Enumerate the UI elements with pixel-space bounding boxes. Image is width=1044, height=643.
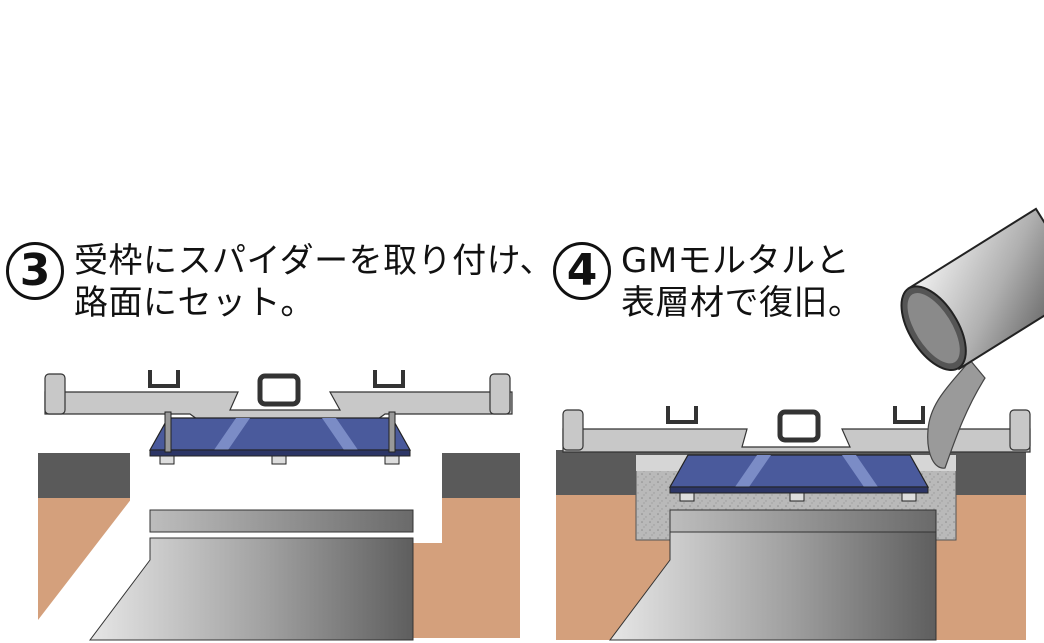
step-4-line1: GMモルタルと bbox=[621, 241, 851, 281]
clip-left bbox=[148, 370, 180, 388]
lift-handle bbox=[257, 373, 301, 407]
clip-left bbox=[666, 406, 698, 424]
cover-frame bbox=[562, 428, 1031, 453]
clip-right bbox=[893, 406, 925, 424]
lift-handle bbox=[777, 409, 821, 443]
frame-hook-right bbox=[1009, 409, 1031, 451]
frame-hook-left bbox=[562, 409, 584, 451]
step-3-line1: 受枠にスパイダーを取り付け、 bbox=[74, 241, 554, 281]
clip-right bbox=[373, 370, 405, 388]
step-3-text: 受枠にスパイダーを取り付け、 路面にセット。 bbox=[74, 240, 554, 324]
spider-body bbox=[148, 417, 412, 451]
spider-body bbox=[668, 454, 930, 488]
pipe bbox=[89, 537, 414, 641]
step-number-badge: 3 bbox=[6, 242, 64, 300]
mortar-stream bbox=[927, 359, 986, 469]
pipe-ring bbox=[669, 509, 937, 533]
frame-hook-right bbox=[489, 373, 511, 415]
cover-frame bbox=[44, 391, 513, 433]
pipe-ring bbox=[149, 509, 414, 533]
scene-step-3 bbox=[38, 370, 520, 641]
step-4-label: 4 GMモルタルと 表層材で復旧。 bbox=[553, 240, 863, 324]
step-3-line2: 路面にセット。 bbox=[74, 283, 315, 323]
step-3-label: 3 受枠にスパイダーを取り付け、 路面にセット。 bbox=[6, 240, 554, 324]
scene-step-4 bbox=[556, 207, 1044, 641]
bucket bbox=[900, 207, 1044, 372]
step-number-badge: 4 bbox=[553, 242, 611, 300]
step-4-line2: 表層材で復旧。 bbox=[621, 283, 863, 323]
step-4-text: GMモルタルと 表層材で復旧。 bbox=[621, 240, 863, 324]
frame-hook-left bbox=[44, 373, 66, 415]
